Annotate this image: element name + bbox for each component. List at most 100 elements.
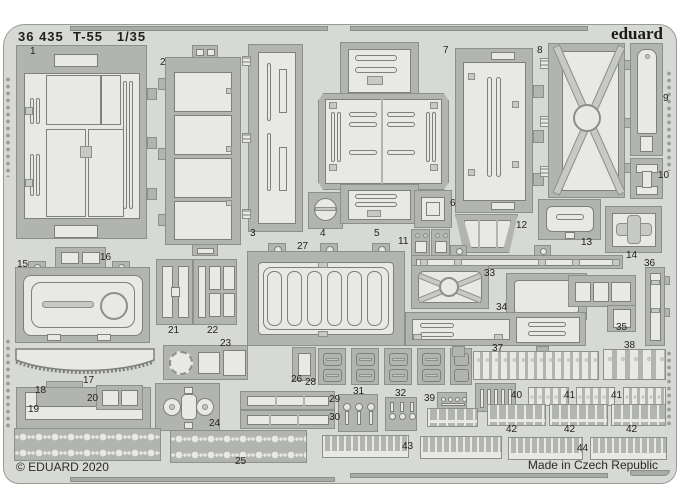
part-42-strip bbox=[549, 404, 608, 426]
etch-panel bbox=[247, 396, 329, 406]
sprue-tab bbox=[158, 148, 166, 160]
etch-pill bbox=[36, 154, 40, 196]
sheet-edge-rail bbox=[70, 477, 335, 482]
sprue-tab bbox=[158, 78, 166, 90]
sprue-tab bbox=[664, 308, 670, 317]
etch-detail bbox=[512, 161, 519, 168]
buckle-icon bbox=[454, 369, 469, 382]
etch-panel bbox=[613, 309, 631, 328]
buckle-icon bbox=[389, 369, 408, 382]
buckle-icon bbox=[356, 369, 375, 382]
etch-pill bbox=[528, 331, 566, 336]
etch-detail bbox=[426, 202, 440, 216]
etch-panel bbox=[575, 282, 591, 302]
ring-icon bbox=[439, 277, 459, 297]
etch-detail bbox=[184, 422, 193, 429]
etch-line bbox=[269, 415, 271, 425]
etch-slot bbox=[54, 225, 98, 238]
pin-shaft bbox=[400, 402, 404, 412]
etch-detail bbox=[279, 147, 287, 191]
part-15 bbox=[15, 267, 150, 343]
part-30 bbox=[240, 410, 335, 429]
etch-detail bbox=[359, 374, 372, 377]
etch-slot bbox=[197, 248, 214, 254]
etch-panel bbox=[247, 415, 329, 425]
sprocket-holes-icon bbox=[4, 338, 13, 430]
part-36 bbox=[645, 267, 665, 346]
etch-detail bbox=[46, 75, 101, 125]
part-9 bbox=[630, 43, 663, 156]
etch-slot bbox=[97, 334, 111, 341]
part-42-strip bbox=[427, 408, 478, 427]
etch-pill bbox=[387, 122, 415, 127]
sprue-tab bbox=[533, 85, 544, 98]
part-2-tab bbox=[192, 45, 218, 59]
etch-panel bbox=[415, 241, 427, 253]
part-22 bbox=[193, 259, 237, 325]
etch-slot bbox=[491, 52, 515, 60]
etch-pill bbox=[387, 112, 415, 117]
etch-panel bbox=[435, 241, 447, 253]
part-21 bbox=[156, 259, 193, 325]
etch-line bbox=[496, 220, 498, 248]
buckle-icon bbox=[356, 353, 375, 366]
etch-line bbox=[297, 415, 299, 425]
part-34-bar bbox=[405, 312, 586, 346]
part-5-top-tab bbox=[340, 42, 419, 98]
etch-pill bbox=[556, 214, 584, 220]
etch-panel bbox=[650, 273, 661, 341]
sprue-tab bbox=[533, 173, 544, 186]
etch-detail bbox=[392, 358, 405, 361]
etch-pill bbox=[355, 55, 397, 61]
part-43-comb bbox=[322, 435, 409, 458]
etch-slot bbox=[491, 202, 515, 210]
etch-panel bbox=[223, 350, 246, 376]
etch-detail bbox=[171, 287, 180, 297]
copyright-text: © EDUARD 2020 bbox=[16, 460, 109, 474]
eduard-logo: eduard bbox=[611, 24, 663, 43]
etch-panel bbox=[174, 72, 232, 112]
part-43-comb bbox=[420, 436, 502, 459]
etch-detail bbox=[31, 282, 135, 328]
etch-panel bbox=[325, 99, 442, 184]
part-28-buckles bbox=[417, 348, 445, 385]
etch-pill bbox=[42, 301, 94, 308]
part-41-strip bbox=[528, 387, 569, 406]
pin-head bbox=[409, 413, 416, 420]
etch-panel bbox=[637, 49, 657, 134]
etch-panel bbox=[82, 252, 100, 264]
etch-pill bbox=[129, 81, 133, 209]
pin-head bbox=[367, 403, 375, 411]
etch-detail bbox=[46, 129, 86, 217]
etch-detail bbox=[326, 358, 339, 361]
ring-icon bbox=[100, 292, 128, 320]
part-37-strip bbox=[473, 351, 599, 380]
part-44-comb bbox=[590, 437, 667, 460]
buckle-icon bbox=[422, 369, 441, 382]
etch-pill bbox=[528, 322, 566, 327]
etch-detail bbox=[367, 210, 381, 217]
etch-detail bbox=[315, 207, 336, 211]
sheet-title: 36 435 T-55 1/35 bbox=[18, 29, 147, 44]
etch-panel bbox=[593, 282, 609, 302]
part-3 bbox=[248, 44, 303, 232]
part-7 bbox=[455, 48, 533, 213]
etch-panel bbox=[611, 282, 631, 302]
bolt-tab bbox=[540, 116, 549, 127]
etch-panel bbox=[174, 201, 232, 240]
etch-pill bbox=[267, 133, 271, 191]
etch-detail bbox=[413, 334, 422, 340]
part-5 bbox=[318, 93, 449, 190]
pin-shaft bbox=[390, 402, 394, 412]
sprue-tab bbox=[452, 346, 465, 357]
sprue-tab bbox=[147, 88, 157, 100]
etch-panel bbox=[463, 62, 526, 201]
buckle-icon bbox=[389, 353, 408, 366]
etch-detail bbox=[101, 75, 121, 125]
gear-icon bbox=[169, 351, 193, 375]
sheet-edge-rail bbox=[350, 473, 608, 478]
etch-detail bbox=[318, 331, 328, 337]
etch-detail bbox=[565, 232, 575, 239]
part-25-wingnut-strip bbox=[170, 430, 307, 463]
louver bbox=[347, 271, 362, 326]
